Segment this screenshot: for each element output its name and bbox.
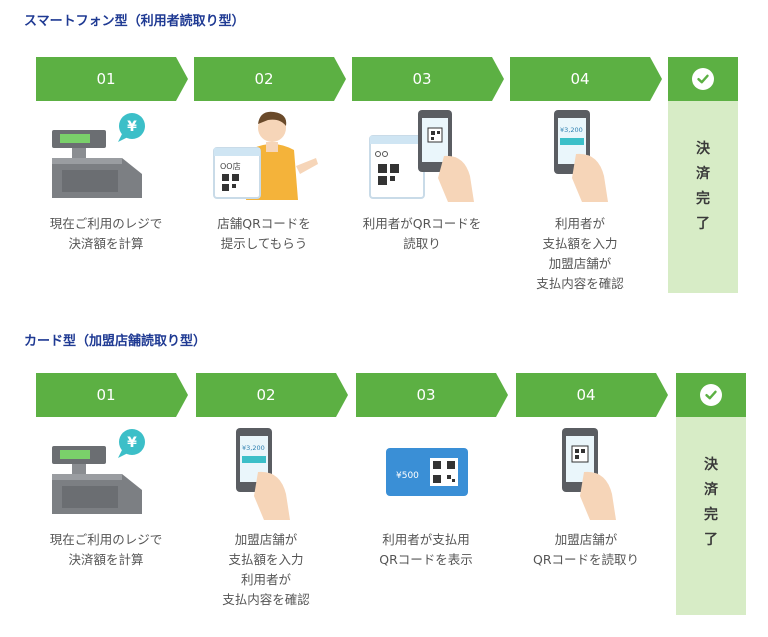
step-01-header: 01 (36, 373, 188, 417)
step-description: 加盟店舗が 支払額を入力 利用者が 支払内容を確認 (222, 532, 310, 607)
section-title-smartphone: スマートフォン型（利用者読取り型） (24, 14, 245, 29)
step-02-header: 02 (196, 373, 348, 417)
shop-tag-label: OO店 (220, 161, 241, 171)
step-03-header: 03 (356, 373, 508, 417)
step-description: 利用者が 支払額を入力 加盟店舗が 支払内容を確認 (536, 216, 624, 291)
final-check-header (668, 57, 738, 101)
cash-register-icon: ¥ (52, 112, 162, 206)
final-char: 済 (696, 166, 710, 182)
step-description: 現在ご利用のレジで 決済額を計算 (49, 216, 163, 251)
step-number: 03 (412, 70, 432, 88)
check-circle-icon (692, 68, 714, 90)
step-04-header: 04 (510, 57, 662, 101)
step-02-header: 02 (194, 57, 346, 101)
step-description: 利用者がQRコードを 読取り (362, 216, 482, 251)
step-number: 03 (416, 386, 436, 404)
amount-label: ¥3,200 (560, 126, 583, 134)
card-amount-label: ¥500 (396, 471, 419, 481)
step-description: 店舗QRコードを 提示してもらう (217, 216, 311, 251)
step-number: 04 (576, 386, 596, 404)
yen-label: ¥ (127, 435, 137, 451)
smartphone-icon (366, 106, 486, 210)
cash-register-icon: ¥ (52, 428, 162, 522)
smartphone-icon (548, 424, 638, 528)
step-04-header: 04 (516, 373, 668, 417)
final-char: 完 (704, 507, 718, 523)
shop-clerk-icon: OO店 (208, 106, 328, 210)
step-number: 04 (570, 70, 590, 88)
step-number: 01 (96, 70, 116, 88)
final-char: 了 (696, 216, 710, 232)
final-char: 決 (704, 457, 718, 473)
final-char: 了 (704, 532, 718, 548)
final-char: 決 (696, 141, 710, 157)
smartphone-icon: ¥3,200 (540, 106, 630, 210)
final-complete-panel: 決 済 完 了 (676, 417, 746, 615)
step-description: 利用者が支払用 QRコードを表示 (379, 532, 473, 567)
final-char: 完 (696, 191, 710, 207)
check-circle-icon (700, 384, 722, 406)
smartphone-icon: ¥3,200 (222, 424, 312, 528)
step-description: 現在ご利用のレジで 決済額を計算 (49, 532, 163, 567)
section-title-card: カード型（加盟店舗読取り型） (24, 334, 207, 349)
step-03-header: 03 (352, 57, 504, 101)
final-check-header (676, 373, 746, 417)
step-01-header: 01 (36, 57, 188, 101)
step-number: 01 (96, 386, 116, 404)
final-complete-panel: 決 済 完 了 (668, 101, 738, 293)
amount-label: ¥3,200 (242, 444, 265, 452)
step-number: 02 (254, 70, 274, 88)
final-char: 済 (704, 482, 718, 498)
yen-label: ¥ (127, 119, 137, 135)
qr-card-icon: ¥500 (386, 448, 468, 500)
step-number: 02 (256, 386, 276, 404)
step-description: 加盟店舗が QRコードを読取り (532, 532, 640, 567)
